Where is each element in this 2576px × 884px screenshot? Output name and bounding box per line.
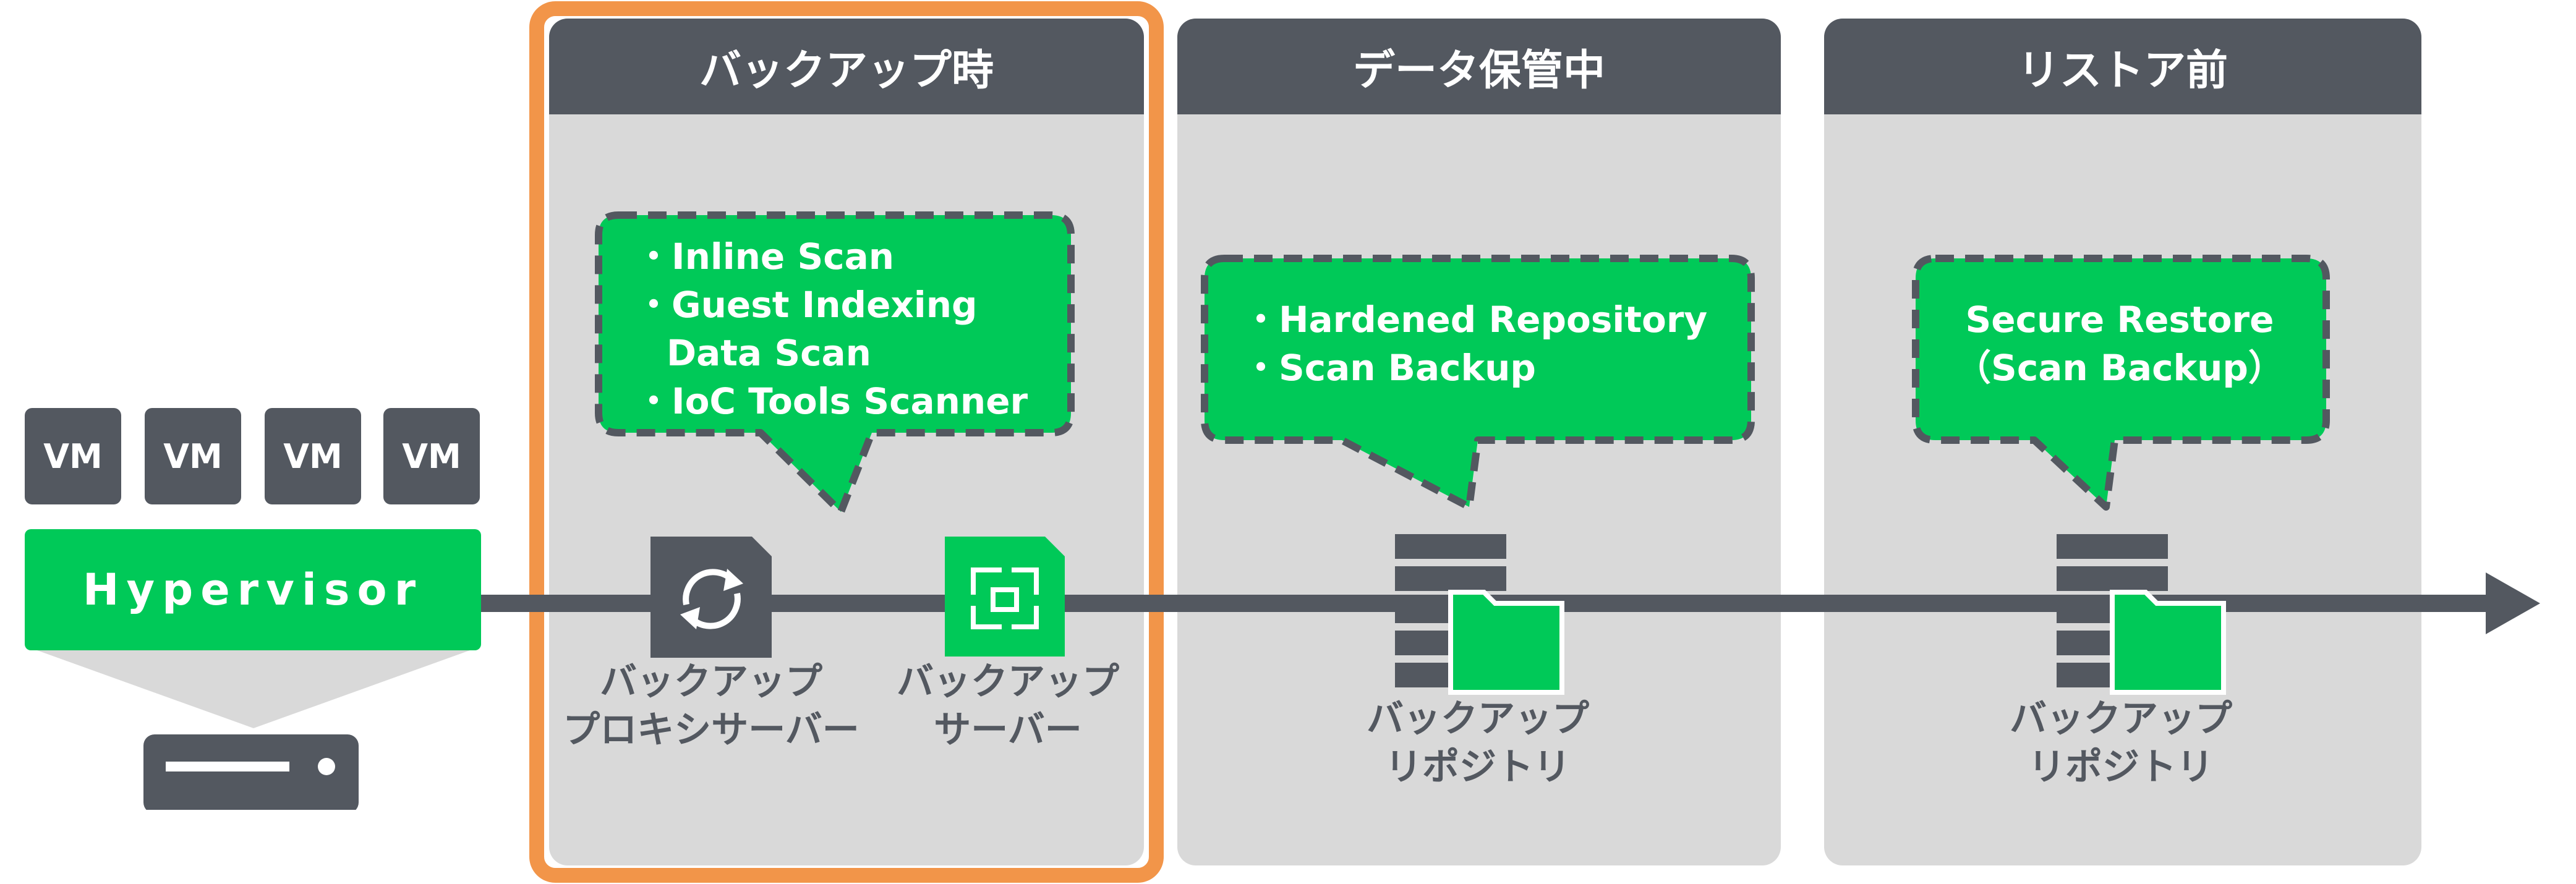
- bubble-item: ・IoC Tools Scanner: [636, 380, 1028, 422]
- repository-icon: [1395, 534, 1564, 695]
- bubble-item: ・Scan Backup: [1243, 347, 1536, 389]
- component-label-backup-server: バックアップ サーバー: [897, 660, 1119, 752]
- component-label-repository: バックアップ リポジトリ: [1367, 697, 1589, 789]
- bubble-item: ・Guest Indexing: [636, 284, 978, 326]
- speech-bubble-backup: [595, 211, 1075, 516]
- vm-box: VM: [265, 408, 361, 504]
- stage-title-backup: バックアップ時: [549, 19, 1144, 114]
- bubble-item: Data Scan: [667, 332, 871, 374]
- stage-highlight-frame: [529, 1, 1164, 883]
- speech-bubble-restore: [1912, 255, 2330, 511]
- stage-panel-backup: バックアップ時: [549, 19, 1144, 865]
- server-host-icon: [143, 734, 359, 810]
- bubble-item: Secure Restore: [1965, 299, 2274, 341]
- hypervisor-host-graphic: [37, 650, 470, 810]
- bubble-item: （Scan Backup）: [1955, 347, 2284, 389]
- stage-title-restore: リストア前: [1824, 19, 2421, 114]
- refresh-icon: [650, 537, 772, 658]
- bubble-item: ・Inline Scan: [636, 236, 895, 278]
- vm-box: VM: [383, 408, 480, 504]
- component-label-repository: バックアップ リポジトリ: [2010, 697, 2232, 789]
- repository-icon: [2057, 534, 2226, 695]
- backup-server-icon: [945, 537, 1065, 657]
- stage-panel-restore: リストア前: [1824, 19, 2421, 865]
- vm-box: VM: [145, 408, 241, 504]
- stage-title-storage: データ保管中: [1177, 19, 1781, 114]
- bubble-item: ・Hardened Repository: [1243, 299, 1708, 341]
- component-label-proxy: バックアップ プロキシサーバー: [563, 660, 859, 752]
- vm-box: VM: [25, 408, 121, 504]
- hypervisor-bar: Hypervisor: [25, 529, 481, 650]
- stage-panel-storage: データ保管中: [1177, 19, 1781, 865]
- speech-bubble-storage: [1201, 255, 1755, 511]
